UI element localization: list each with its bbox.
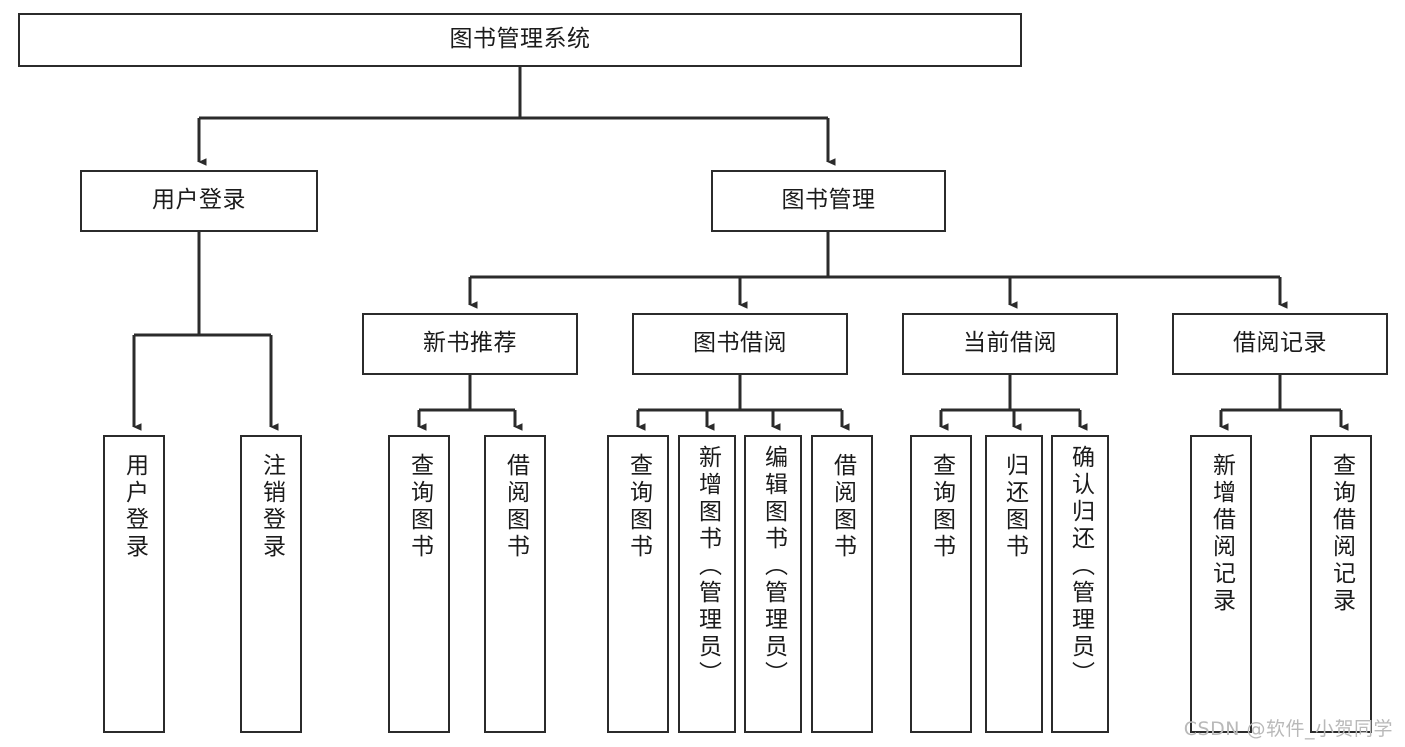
node-user-login[interactable]: 用户登录 [80, 170, 318, 232]
leaf-borrow-book-borrow[interactable]: 借阅图书 [811, 435, 873, 733]
leaf-query-book-borrow-label: 查询图书 [625, 453, 652, 561]
leaf-logout-label: 注销登录 [258, 453, 285, 561]
leaf-user-login[interactable]: 用户登录 [103, 435, 165, 733]
node-book-management-label: 图书管理 [781, 187, 876, 214]
leaf-add-book-admin-label: 新增图书（管理员） [694, 445, 721, 688]
leaf-query-book-newbook-label: 查询图书 [406, 453, 433, 561]
node-borrow-record[interactable]: 借阅记录 [1172, 313, 1388, 375]
leaf-logout[interactable]: 注销登录 [240, 435, 302, 733]
leaf-return-book[interactable]: 归还图书 [985, 435, 1043, 733]
leaf-add-book-admin[interactable]: 新增图书（管理员） [678, 435, 736, 733]
leaf-edit-book-admin[interactable]: 编辑图书（管理员） [744, 435, 802, 733]
leaf-edit-book-admin-label: 编辑图书（管理员） [760, 445, 787, 688]
node-root-label: 图书管理系统 [449, 26, 591, 53]
leaf-query-borrow-record-label: 查询借阅记录 [1328, 453, 1355, 615]
leaf-query-borrow-record[interactable]: 查询借阅记录 [1310, 435, 1372, 733]
watermark-text: CSDN @软件_小贺同学 [1183, 718, 1393, 740]
leaf-query-book-current[interactable]: 查询图书 [910, 435, 972, 733]
node-new-book-recommend-label: 新书推荐 [423, 330, 517, 357]
node-book-management[interactable]: 图书管理 [711, 170, 946, 232]
node-user-login-label: 用户登录 [152, 187, 246, 214]
node-borrow-record-label: 借阅记录 [1233, 330, 1327, 357]
leaf-user-login-label: 用户登录 [121, 453, 148, 561]
leaf-query-book-newbook[interactable]: 查询图书 [388, 435, 450, 733]
leaf-borrow-book-newbook-label: 借阅图书 [502, 453, 529, 561]
node-new-book-recommend[interactable]: 新书推荐 [362, 313, 578, 375]
leaf-query-book-borrow[interactable]: 查询图书 [607, 435, 669, 733]
leaf-borrow-book-borrow-label: 借阅图书 [829, 453, 856, 561]
node-current-borrow-label: 当前借阅 [963, 330, 1057, 357]
leaf-add-borrow-record[interactable]: 新增借阅记录 [1190, 435, 1252, 733]
leaf-borrow-book-newbook[interactable]: 借阅图书 [484, 435, 546, 733]
leaf-confirm-return-admin-label: 确认归还（管理员） [1067, 445, 1094, 688]
node-book-borrow-label: 图书借阅 [693, 330, 787, 357]
node-current-borrow[interactable]: 当前借阅 [902, 313, 1118, 375]
leaf-add-borrow-record-label: 新增借阅记录 [1208, 453, 1235, 615]
leaf-confirm-return-admin[interactable]: 确认归还（管理员） [1051, 435, 1109, 733]
node-book-borrow[interactable]: 图书借阅 [632, 313, 848, 375]
node-root[interactable]: 图书管理系统 [18, 13, 1022, 67]
leaf-return-book-label: 归还图书 [1001, 453, 1028, 561]
leaf-query-book-current-label: 查询图书 [928, 453, 955, 561]
